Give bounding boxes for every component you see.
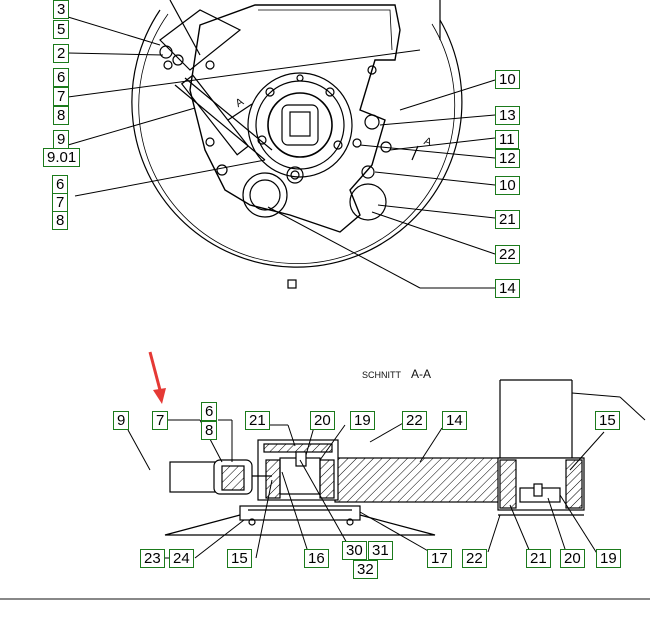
top-view (131, 0, 463, 289)
section-view (164, 379, 585, 536)
callout-11: 11 (495, 130, 519, 149)
callout-s-20: 20 (310, 411, 335, 430)
callout-s-31: 31 (368, 541, 393, 560)
callout-s-20b: 20 (560, 549, 585, 568)
callout-s-8: 8 (201, 421, 218, 440)
callout-9-01: 9.01 (43, 148, 81, 167)
callout-10: 10 (495, 70, 520, 89)
callout-s-19: 19 (350, 411, 375, 430)
callout-6: 6 (53, 68, 70, 87)
callout-s-24: 24 (169, 549, 194, 568)
callout-s-17: 17 (427, 549, 452, 568)
callout-2: 2 (53, 44, 70, 63)
section-view-leaders (127, 392, 646, 559)
callout-s-23: 23 (140, 549, 165, 568)
callout-9: 9 (53, 130, 70, 149)
callout-12: 12 (495, 149, 520, 168)
callout-s-15: 15 (595, 411, 620, 430)
callout-7: 7 (53, 87, 70, 106)
callout-6b: 6 (52, 175, 69, 194)
callout-s-30: 30 (342, 541, 367, 560)
callout-21: 21 (495, 210, 520, 229)
callout-s-21b: 21 (526, 549, 551, 568)
callout-13: 13 (495, 106, 520, 125)
top-view-leaders (67, 16, 496, 289)
callout-s-16: 16 (304, 549, 329, 568)
red-pointer-arrow (148, 351, 166, 404)
callout-5: 5 (53, 20, 70, 39)
callout-22: 22 (495, 245, 520, 264)
callout-14: 14 (495, 279, 520, 298)
callout-s-15b: 15 (227, 549, 252, 568)
callout-s-22: 22 (402, 411, 427, 430)
callout-10b: 10 (495, 176, 520, 195)
callout-3: 3 (53, 0, 70, 19)
callout-s-6: 6 (201, 402, 218, 421)
callout-s-19b: 19 (596, 549, 621, 568)
callout-s-22b: 22 (462, 549, 487, 568)
callout-s-14: 14 (442, 411, 467, 430)
callout-s-32: 32 (353, 560, 378, 579)
callout-8: 8 (53, 106, 70, 125)
section-title: SCHNITT (362, 370, 401, 380)
callout-8b: 8 (52, 211, 69, 230)
callout-s-21: 21 (245, 411, 270, 430)
section-mark: A-A (411, 367, 432, 381)
callout-7b: 7 (52, 193, 69, 212)
callout-s-9: 9 (113, 411, 130, 430)
callout-s-7: 7 (152, 411, 169, 430)
bottom-divider (0, 598, 650, 600)
